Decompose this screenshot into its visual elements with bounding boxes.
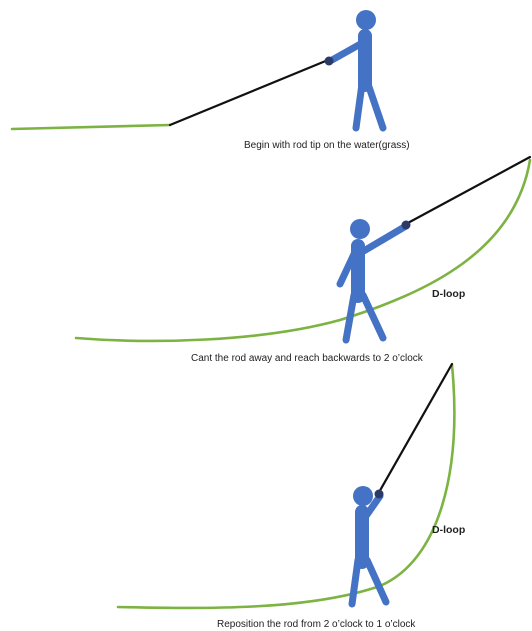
- caption-1: Begin with rod tip on the water(grass): [244, 140, 410, 151]
- d-loop-line: [76, 160, 530, 341]
- caption-3: Reposition the rod from 2 o’clock to 1 o…: [217, 619, 416, 630]
- d-loop-label-2: D-loop: [432, 524, 465, 536]
- angler-hand: [325, 57, 334, 66]
- panel-2: D-loop Cant the rod away and reach backw…: [76, 157, 530, 364]
- fishing-rod: [170, 60, 328, 125]
- d-loop-label-1: D-loop: [432, 288, 465, 300]
- angler-head: [356, 10, 376, 30]
- d-loop-line: [118, 365, 454, 608]
- angler-leg-left: [356, 84, 362, 128]
- angler-leg-left: [352, 560, 358, 604]
- angler-leg-right: [367, 560, 386, 602]
- panel-3: D-loop Reposition the rod from 2 o’clock…: [118, 364, 465, 630]
- angler-hand: [375, 490, 384, 499]
- fishing-rod: [378, 364, 452, 494]
- angler-figure: [325, 10, 384, 128]
- angler-head: [353, 486, 373, 506]
- angler-head: [350, 219, 370, 239]
- angler-figure: [352, 486, 386, 604]
- angler-figure: [340, 219, 411, 340]
- angler-leg-right: [368, 84, 383, 128]
- panel-1: Begin with rod tip on the water(grass): [12, 10, 410, 151]
- angler-hand: [402, 221, 411, 230]
- angler-leg-left: [346, 295, 354, 340]
- fishing-rod: [406, 157, 530, 224]
- caption-2: Cant the rod away and reach backwards to…: [191, 353, 424, 364]
- fly-line: [12, 125, 170, 129]
- angler-leg-right: [363, 295, 383, 338]
